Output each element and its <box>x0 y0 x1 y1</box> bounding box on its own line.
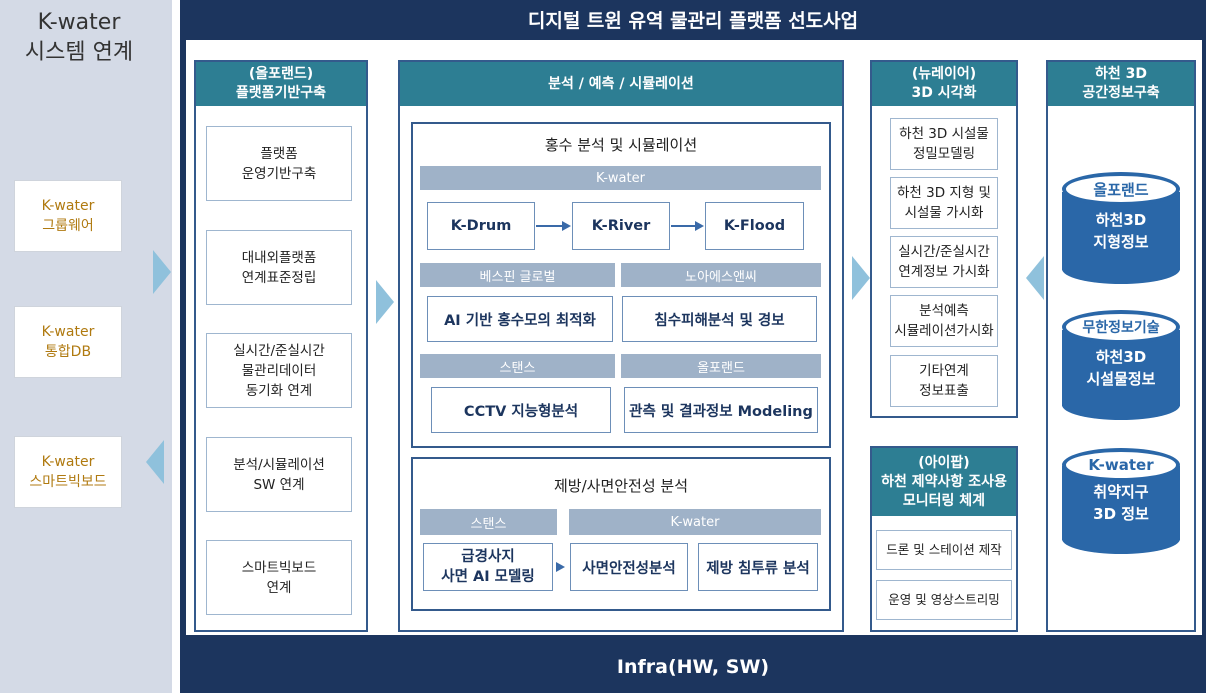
levee-kwater-label: K-water <box>569 509 821 535</box>
platform-item-3: 실시간/준실시간 물관리데이터 동기화 연계 <box>206 333 352 408</box>
platform-item-2: 대내외플랫폼 연계표준정립 <box>206 230 352 305</box>
arrow-left-icon <box>1026 256 1044 300</box>
cylinder-2-body: 하천3D 시설물정보 <box>1062 330 1180 406</box>
cylinder-3-body: 취약지구 3D 정보 <box>1062 466 1180 540</box>
levee-seepage-box: 제방 침투류 분석 <box>698 543 818 591</box>
flood-analysis-title: 홍수 분석 및 시뮬레이션 <box>544 135 698 154</box>
bespin-global-label: 베스핀 글로벌 <box>420 263 615 287</box>
allforland-label: 올포랜드 <box>621 354 821 378</box>
slope-ai-modeling-box: 급경사지 사면 AI 모델링 <box>423 543 553 591</box>
levee-analysis-title: 제방/사면안전성 분석 <box>553 476 689 495</box>
stance-label: 스탠스 <box>420 354 615 378</box>
video-streaming-box: 운영 및 영상스트리밍 <box>876 580 1012 620</box>
spatial-info-panel-header: 하천 3D 공간정보구축 <box>1048 62 1194 106</box>
platform-item-4: 분석/시뮬레이션 SW 연계 <box>206 437 352 512</box>
arrow-left-icon <box>146 440 164 484</box>
noa-snc-label: 노아에스앤씨 <box>621 263 821 287</box>
analysis-panel-header: 분석 / 예측 / 시뮬레이션 <box>400 62 842 106</box>
main-title: 디지털 트윈 유역 물관리 플랫폼 선도사업 <box>527 9 859 32</box>
viz-item-5: 기타연계 정보표출 <box>890 355 998 407</box>
slope-stability-box: 사면안전성분석 <box>570 543 688 591</box>
flow-arrow-line <box>536 225 564 227</box>
levee-stance-label: 스탠스 <box>420 509 557 535</box>
arrow-right-icon <box>562 221 571 231</box>
k-drum-box: K-Drum <box>427 202 535 250</box>
viz-item-3: 실시간/준실시간 연계정보 가시화 <box>890 236 998 288</box>
visualization-panel-header: (뉴레이어) 3D 시각화 <box>872 62 1016 106</box>
monitoring-panel-header: (아이팝) 하천 제약사항 조사용 모니터링 체계 <box>872 448 1016 516</box>
flow-arrow-line <box>671 225 697 227</box>
arrow-right-icon <box>556 562 565 572</box>
platform-item-5: 스마트빅보드 연계 <box>206 540 352 615</box>
groupware-box: K-water 그룹웨어 <box>14 180 122 252</box>
kwater-label-bar: K-water <box>420 166 821 190</box>
viz-item-4: 분석예측 시뮬레이션가시화 <box>890 295 998 347</box>
platform-panel-header: (올포랜드) 플랫폼기반구축 <box>196 62 366 106</box>
inundation-damage-box: 침수피해분석 및 경보 <box>622 296 817 342</box>
arrow-right-icon <box>153 250 171 294</box>
cylinder-3-top: K-water <box>1062 448 1180 482</box>
platform-item-1: 플랫폼 운영기반구축 <box>206 126 352 201</box>
cylinder-2-top: 무한정보기술 <box>1062 310 1180 344</box>
integrated-db-box: K-water 통합DB <box>14 306 122 378</box>
k-flood-box: K-Flood <box>705 202 804 250</box>
left-title: K-water 시스템 연계 <box>24 10 134 65</box>
smart-bigboard-box: K-water 스마트빅보드 <box>14 436 122 508</box>
infra-bar: Infra(HW, SW) <box>190 648 1196 686</box>
arrow-right-icon <box>695 221 704 231</box>
ai-flood-optimization-box: AI 기반 홍수모의 최적화 <box>427 296 613 342</box>
drone-station-box: 드론 및 스테이션 제작 <box>876 530 1012 570</box>
arrow-right-icon <box>376 280 394 324</box>
k-river-box: K-River <box>572 202 670 250</box>
observation-modeling-box: 관측 및 결과정보 Modeling <box>624 387 818 433</box>
cylinder-1-top: 올포랜드 <box>1062 172 1180 206</box>
cctv-analysis-box: CCTV 지능형분석 <box>431 387 611 433</box>
viz-item-2: 하천 3D 지형 및 시설물 가시화 <box>890 177 998 229</box>
arrow-right-icon <box>852 256 870 300</box>
viz-item-1: 하천 3D 시설물 정밀모델링 <box>890 118 998 170</box>
